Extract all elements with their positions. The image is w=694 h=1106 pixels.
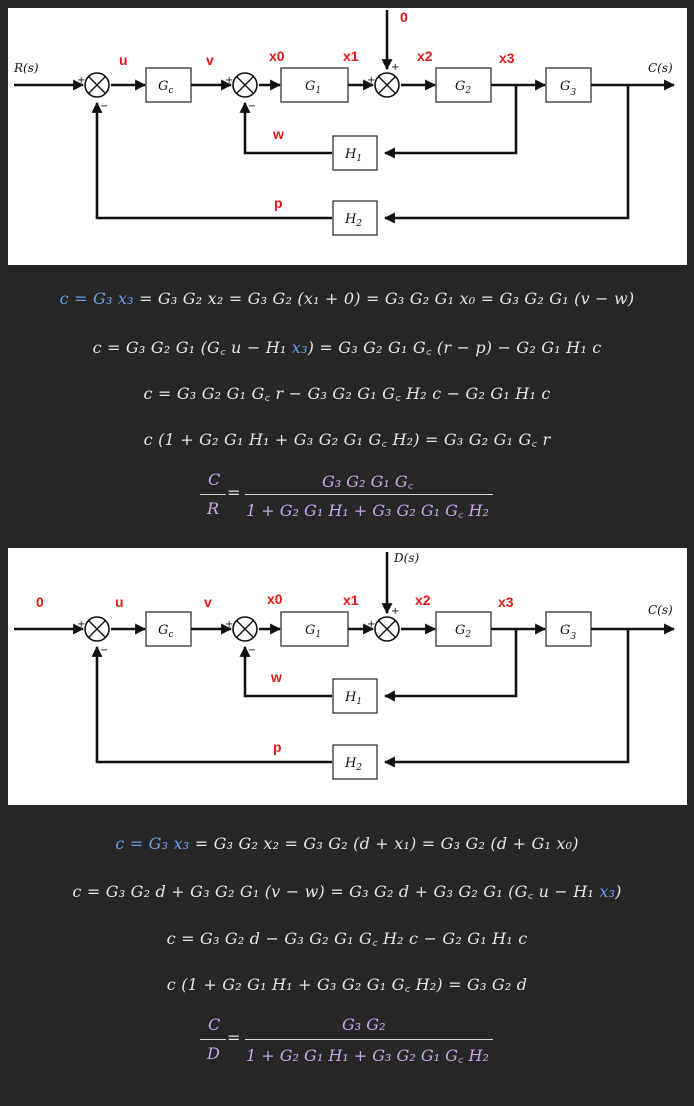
block-diagram-reference: + − + − + + Gc G1 G2 G3 H1 H2	[8, 8, 687, 265]
signal-p: p	[273, 739, 282, 755]
tf1-lhs-bar	[200, 494, 226, 495]
junction-1-plus: +	[77, 619, 85, 630]
block-g2: G2	[435, 67, 492, 103]
summing-junction-2: + −	[225, 72, 258, 112]
equation-2-1-lhs: c = G₃ x₃	[115, 834, 190, 853]
summing-junction-3: + +	[367, 606, 400, 642]
equation-1-4: c (1 + G₂ G₁ H₁ + G₃ G₂ G₁ G꜀ H₂) = G₃ G…	[143, 430, 551, 449]
block-g2: G2	[435, 611, 492, 647]
tf1-lhs-den: R	[207, 499, 220, 518]
summing-junction-1: + −	[77, 72, 110, 112]
equation-2-2-part-b: )	[615, 882, 622, 901]
tf1-rhs-bar	[245, 494, 493, 495]
disturbance-value: 0	[400, 9, 408, 25]
tf2-lhs-bar	[200, 1039, 226, 1040]
equation-1-2-part-a: c = G₃ G₂ G₁ (G꜀ u − H₁	[92, 338, 292, 357]
tf2-rhs-bar	[245, 1039, 493, 1040]
signal-x1: x1	[343, 48, 359, 64]
output-label: C(s)	[648, 61, 673, 75]
summing-junction-2: + −	[225, 616, 258, 656]
block-h2: H2	[332, 200, 378, 236]
wire-h2-pickoff	[383, 629, 630, 768]
signal-x2: x2	[417, 48, 433, 64]
signal-u: u	[119, 52, 128, 68]
block-gc: Gc	[145, 67, 192, 103]
input-value: 0	[36, 594, 44, 610]
block-g3: G3	[545, 67, 592, 103]
summing-junction-1: + −	[77, 616, 110, 656]
junction-3-plus-top: +	[391, 606, 399, 617]
wire-h2-pickoff	[383, 85, 630, 224]
block-g3: G3	[545, 611, 592, 647]
block-h1: H1	[332, 678, 378, 714]
signal-w: w	[270, 669, 282, 685]
junction-1-minus: −	[100, 645, 108, 656]
tf1-equals: =	[227, 483, 241, 502]
equation-2-4: c (1 + G₂ G₁ H₁ + G₃ G₂ G₁ G꜀ H₂) = G₃ G…	[166, 975, 528, 994]
wire-p	[91, 101, 332, 220]
junction-1-plus: +	[77, 75, 85, 86]
equation-1-2: c = G₃ G₂ G₁ (G꜀ u − H₁ x₃) = G₃ G₂ G₁ G…	[0, 336, 694, 358]
equation-2-2-x3: x₃	[599, 882, 616, 901]
equation-1-2-x3: x₃	[291, 338, 308, 357]
tf2-lhs-num: C	[208, 1015, 221, 1034]
signal-x1: x1	[343, 592, 359, 608]
wire-p	[91, 645, 332, 764]
signal-x3: x3	[498, 594, 514, 610]
wire-w	[239, 101, 332, 155]
equation-1-1-lhs: c = G₃ x₃	[59, 289, 134, 308]
equation-1-1-rhs: = G₃ G₂ x₂ = G₃ G₂ (x₁ + 0) = G₃ G₂ G₁ x…	[133, 289, 635, 308]
equation-2-1: c = G₃ x₃ = G₃ G₂ x₂ = G₃ G₂ (d + x₁) = …	[0, 834, 694, 853]
block-h1: H1	[332, 135, 378, 171]
block-gc: Gc	[145, 611, 192, 647]
equation-2-2: c = G₃ G₂ d + G₃ G₂ G₁ (v − w) = G₃ G₂ d…	[0, 880, 694, 902]
junction-3-plus-left: +	[367, 619, 375, 630]
signal-p: p	[274, 195, 283, 211]
junction-2-minus: −	[248, 645, 256, 656]
block-g1: G1	[280, 611, 349, 647]
signal-u: u	[115, 594, 124, 610]
tf2-equals: =	[227, 1028, 241, 1047]
tf2-rhs-num: G₃ G₂	[342, 1015, 386, 1034]
junction-2-minus: −	[248, 101, 256, 112]
equation-1-3: c = G₃ G₂ G₁ G꜀ r − G₃ G₂ G₁ G꜀ H₂ c − G…	[143, 384, 551, 403]
wire-h1-pickoff	[383, 85, 518, 159]
signal-x2: x2	[415, 592, 431, 608]
junction-3-plus-top: +	[391, 62, 399, 73]
transfer-function-1: C R = G₃ G₂ G₁ G꜀ 1 + G₂ G₁ H₁ + G₃ G₂ G…	[190, 470, 500, 526]
signal-w: w	[272, 126, 284, 142]
input-label: R(s)	[13, 61, 39, 75]
block-h2: H2	[332, 744, 378, 780]
signal-v: v	[204, 594, 212, 610]
transfer-function-2: C D = G₃ G₂ 1 + G₂ G₁ H₁ + G₃ G₂ G₁ G꜀ H…	[190, 1015, 500, 1071]
block-g1: G1	[280, 67, 349, 103]
tf1-lhs-num: C	[208, 470, 221, 489]
equation-2-2-part-a: c = G₃ G₂ d + G₃ G₂ G₁ (v − w) = G₃ G₂ d…	[72, 882, 600, 901]
block-diagram-disturbance: + − + − + + Gc G1 G2 G3 H1 H2 0 C(s)	[8, 548, 687, 805]
wire-w	[239, 645, 332, 698]
tf2-rhs-den: 1 + G₂ G₁ H₁ + G₃ G₂ G₁ G꜀ H₂	[246, 1046, 489, 1065]
junction-3-plus-left: +	[367, 75, 375, 86]
signal-v: v	[206, 52, 214, 68]
signal-x0: x0	[269, 48, 285, 64]
wire-h1-pickoff	[383, 629, 518, 702]
equation-1-2-part-b: ) = G₃ G₂ G₁ G꜀ (r − p) − G₂ G₁ H₁ c	[307, 338, 602, 357]
signal-x0: x0	[267, 591, 283, 607]
tf2-lhs-den: D	[207, 1044, 220, 1063]
junction-2-plus: +	[225, 75, 233, 86]
disturbance-label: D(s)	[393, 551, 419, 565]
equation-1-1: c = G₃ x₃ = G₃ G₂ x₂ = G₃ G₂ (x₁ + 0) = …	[0, 289, 694, 308]
junction-1-minus: −	[100, 101, 108, 112]
equation-2-1-rhs: = G₃ G₂ x₂ = G₃ G₂ (d + x₁) = G₃ G₂ (d +…	[189, 834, 579, 853]
equation-2-3: c = G₃ G₂ d − G₃ G₂ G₁ G꜀ H₂ c − G₂ G₁ H…	[166, 929, 528, 948]
tf1-rhs-num: G₃ G₂ G₁ G꜀	[322, 472, 414, 491]
summing-junction-3: + +	[367, 62, 400, 98]
output-label: C(s)	[648, 603, 673, 617]
tf1-rhs-den: 1 + G₂ G₁ H₁ + G₃ G₂ G₁ G꜀ H₂	[246, 501, 489, 520]
signal-x3: x3	[499, 50, 515, 66]
junction-2-plus: +	[225, 619, 233, 630]
